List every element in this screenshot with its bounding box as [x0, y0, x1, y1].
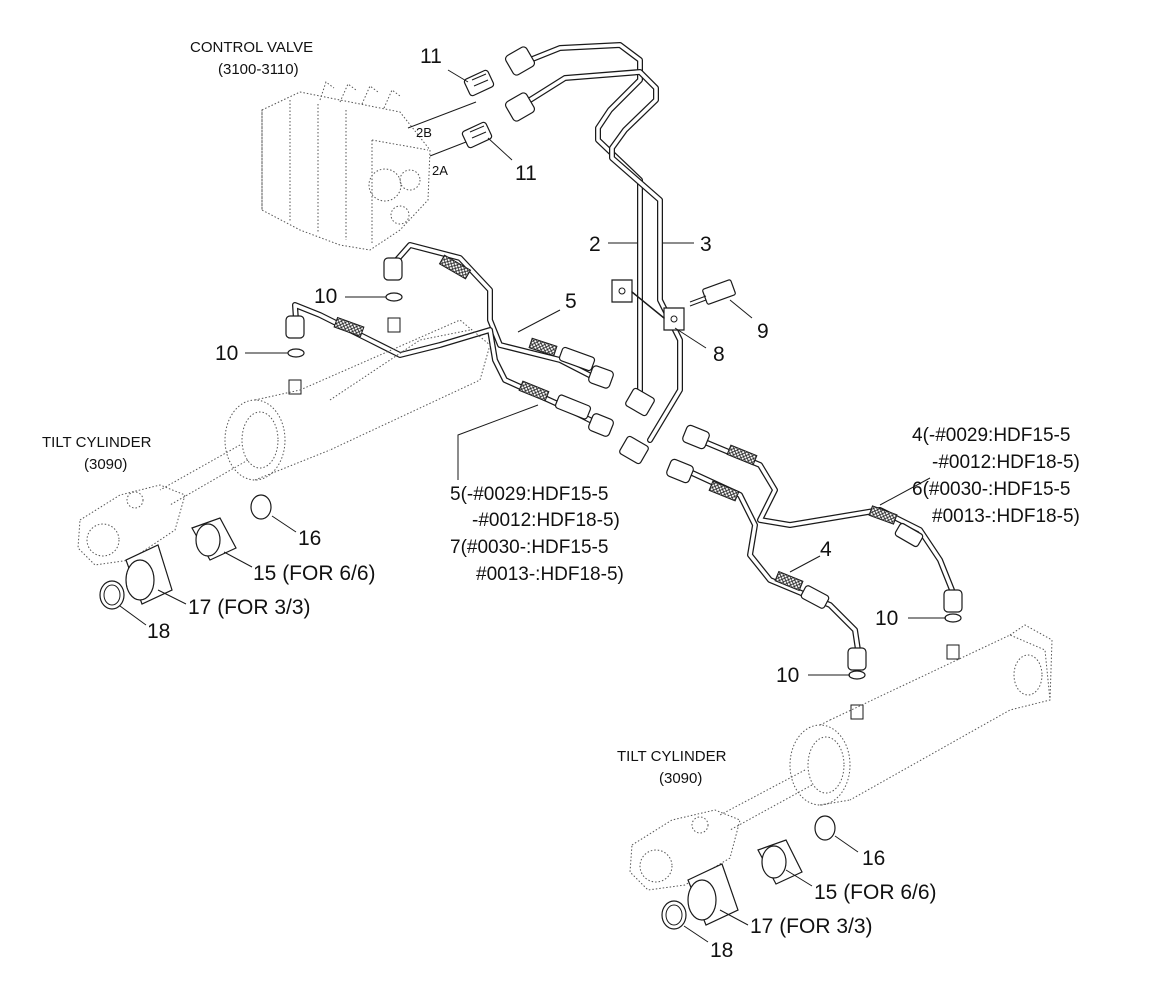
- bolt-9: [689, 279, 736, 307]
- hose-note-right-line-1: 4(-#0029:HDF15-5: [912, 425, 1070, 446]
- part-2: 2: [589, 233, 601, 256]
- hose-note-left-line-3: 7(#0030-:HDF15-5: [450, 537, 608, 558]
- part-17-left: 17 (FOR 3/3): [188, 596, 311, 619]
- tilt-cylinder-left-label: TILT CYLINDER: [42, 434, 152, 451]
- control-valve-label: CONTROL VALVE: [190, 39, 313, 56]
- hose-note-left-line-1: 5(-#0029:HDF15-5: [450, 484, 608, 505]
- tilt-cylinder-right: [629, 624, 1053, 891]
- part-16-left: 16: [298, 527, 321, 550]
- hose-note-left-line-2: -#0012:HDF18-5): [472, 510, 620, 531]
- pipe-3: [527, 69, 683, 443]
- part-10-d: 10: [776, 664, 799, 687]
- bushings-left: [99, 494, 272, 610]
- labels: CONTROL VALVE (3100-3110) 2B 2A 11 11 2 …: [42, 39, 1080, 962]
- right-hose-fittings: [847, 589, 963, 720]
- part-18-left: 18: [147, 620, 170, 643]
- part-10-c: 10: [875, 607, 898, 630]
- tilt-cylinder-right-code: (3090): [659, 770, 702, 787]
- part-15-left: 15 (FOR 6/6): [253, 562, 376, 585]
- part-11-bottom: 11: [515, 162, 537, 185]
- pipe-end-fittings: [504, 46, 655, 465]
- hose-note-right: 4(-#0029:HDF15-5 -#0012:HDF18-5) 6(#0030…: [912, 425, 1080, 527]
- tilt-cylinder-left: [77, 319, 491, 566]
- hose-note-left-line-4: #0013-:HDF18-5): [476, 564, 624, 585]
- part-18-right: 18: [710, 939, 733, 962]
- part-5: 5: [565, 290, 577, 313]
- part-11-top: 11: [420, 45, 442, 68]
- pipe-2: [527, 42, 643, 398]
- part-16-right: 16: [862, 847, 885, 870]
- hose-upper-right: [682, 424, 955, 593]
- hose-lower-right: [666, 458, 861, 653]
- control-valve: [261, 81, 431, 251]
- port-2a-label: 2A: [432, 163, 448, 178]
- part-3: 3: [700, 233, 712, 256]
- fitting-11-bottom: [461, 121, 493, 149]
- part-10-a: 10: [314, 285, 337, 308]
- part-10-b: 10: [215, 342, 238, 365]
- fitting-11-top: [463, 69, 495, 97]
- left-hose-fittings: [285, 257, 403, 395]
- bushings-right: [661, 815, 836, 930]
- part-17-right: 17 (FOR 3/3): [750, 915, 873, 938]
- hose-note-left: 5(-#0029:HDF15-5 -#0012:HDF18-5) 7(#0030…: [450, 484, 624, 585]
- hose-upper-left: [392, 242, 614, 389]
- control-valve-code: (3100-3110): [218, 61, 299, 78]
- part-4: 4: [820, 538, 832, 561]
- part-15-right: 15 (FOR 6/6): [814, 881, 937, 904]
- clamp-8: [611, 279, 685, 331]
- hose-note-right-line-2: -#0012:HDF18-5): [932, 452, 1080, 473]
- hose-lower-left: [292, 302, 614, 437]
- part-9: 9: [757, 320, 769, 343]
- hose-note-right-line-3: 6(#0030-:HDF15-5: [912, 479, 1070, 500]
- part-8: 8: [713, 343, 725, 366]
- leader-lines: [119, 69, 946, 943]
- port-2b-label: 2B: [416, 125, 432, 140]
- tilt-cylinder-left-code: (3090): [84, 456, 127, 473]
- tilt-cylinder-right-label: TILT CYLINDER: [617, 748, 727, 765]
- hose-note-right-line-4: #0013-:HDF18-5): [932, 506, 1080, 527]
